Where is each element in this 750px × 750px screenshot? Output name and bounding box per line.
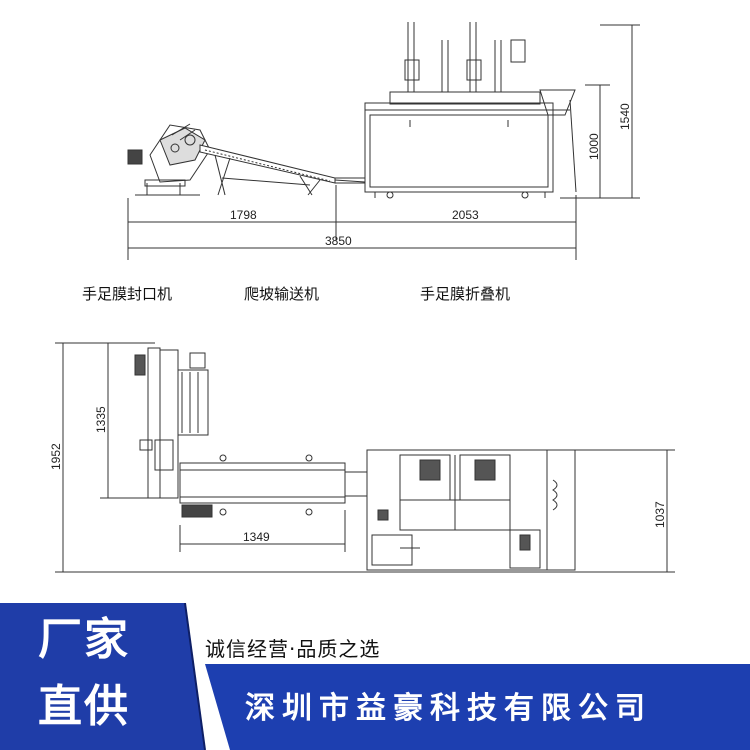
bottom-banner <box>0 603 750 750</box>
slogan-text: 诚信经营·品质之选 <box>205 637 381 661</box>
badge-line2: 直供 <box>38 681 130 732</box>
dim-folder-depth: 1037 <box>653 501 667 528</box>
folding-machine-plan <box>366 449 576 571</box>
label-folding-machine: 手足膜折叠机 <box>420 285 511 303</box>
dim-sealer-depth: 1335 <box>94 406 108 433</box>
dim-folder-length: 2053 <box>452 208 479 222</box>
dim-plan-width: 1952 <box>49 443 63 470</box>
company-name: 深圳市益豪科技有限公司 <box>245 691 652 726</box>
sealing-machine-elevation <box>127 123 211 196</box>
label-climbing-conveyor: 爬坡输送机 <box>244 285 320 303</box>
sealing-machine-plan <box>134 347 213 518</box>
dim-folder-height: 1000 <box>587 133 601 160</box>
folding-machine-elevation <box>364 22 577 199</box>
label-sealing-machine: 手足膜封口机 <box>82 285 173 303</box>
dim-total-height: 1540 <box>618 103 632 130</box>
badge-line1: 厂家 <box>38 614 130 665</box>
climbing-conveyor-elevation <box>199 144 366 196</box>
conveyor-plan <box>179 454 368 516</box>
dim-conveyor-plan-length: 1349 <box>243 530 270 544</box>
machine-drawing: 1798 2053 3850 1000 1540 1952 1335 1349 … <box>49 22 675 573</box>
elevation-dimension-lines <box>127 24 640 260</box>
dim-conveyor-length: 1798 <box>230 208 257 222</box>
dim-total-length: 3850 <box>325 234 352 248</box>
plan-dimension-lines <box>55 342 675 573</box>
